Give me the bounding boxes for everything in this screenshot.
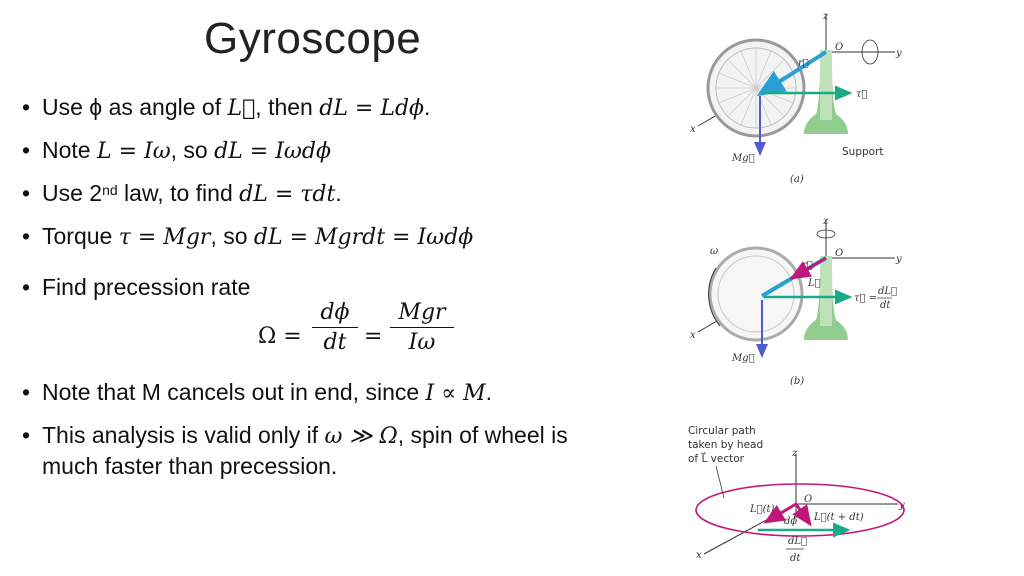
fraction-mgr-iomega: Mgr Iω: [390, 300, 454, 355]
wheel-spokes: [716, 48, 796, 128]
bullet-7-math: ω ≫ Ω: [324, 424, 398, 449]
bullet-7-text: This analysis is valid only if: [42, 422, 325, 448]
bullet-1-period: .: [424, 94, 431, 120]
bullet-3-period: .: [335, 180, 342, 206]
weight-label: Mg⃗: [731, 153, 755, 164]
bullet-dot: •: [22, 137, 31, 163]
fraction-bar: [312, 327, 358, 328]
caption-line-3: of L⃗ vector: [688, 452, 745, 465]
radius-vector: [756, 50, 828, 97]
bullet-2-math-1: L = Iω: [96, 139, 171, 164]
support-post: [820, 256, 832, 326]
dphi-label: dϕ: [784, 516, 797, 527]
wheel: [708, 246, 804, 342]
dL-label: dL⃗: [878, 286, 897, 297]
y-label: y: [898, 500, 905, 511]
bullet-6-period: .: [485, 379, 493, 405]
circular-path: [695, 483, 905, 537]
z-label: z: [791, 448, 798, 459]
bullet-1-math-2: dL = Ldϕ: [319, 96, 425, 121]
bullet-4-text-2: , so: [210, 223, 254, 249]
bullet-4-math-2: dL = Mgrdt = Iωdϕ: [253, 225, 474, 250]
bullet-1-math-1: L⃗: [227, 96, 256, 121]
L-t-vector: [763, 502, 797, 524]
fraction-dphi-dt: dϕ dt: [312, 300, 358, 355]
dt-label: dt: [880, 300, 891, 311]
bullet-6-math: I ∝ M: [425, 381, 486, 406]
rotation-icon: [816, 229, 836, 239]
bullet-7-line-2: much faster than precession.: [42, 453, 338, 479]
fraction-denominator: Iω: [408, 330, 436, 355]
L-t-dt-vector: [792, 503, 812, 527]
bullet-2-text-2: , so: [170, 137, 215, 163]
dt-label: dt: [790, 553, 801, 564]
radius-label: r⃗: [798, 58, 809, 69]
fraction-numerator: dϕ: [320, 300, 350, 325]
caption-line-2: taken by head: [688, 439, 763, 451]
bullet-dot: •: [22, 274, 31, 300]
bullet-6-text: Note that M cancels out in end, since: [42, 379, 426, 405]
support-post: [820, 50, 832, 120]
formula-equals: =: [364, 324, 383, 349]
precession-formula: Ω = dϕ dt = Mgr Iω: [258, 300, 468, 376]
torque-label: τ⃗: [856, 89, 868, 100]
fraction-numerator: Mgr: [398, 300, 446, 325]
bullet-dot: •: [22, 422, 31, 448]
origin-label: O: [804, 494, 812, 505]
bullet-1-text: Use ϕ as angle of: [42, 94, 228, 120]
bullet-dot: •: [22, 223, 31, 249]
x-label: x: [690, 330, 696, 341]
angular-momentum-vector: [789, 256, 827, 280]
bullet-3-superscript: nd: [102, 182, 118, 198]
bullet-4-text: Torque: [42, 223, 119, 249]
caption-line-1: Circular path: [688, 425, 756, 437]
origin-label: O: [835, 42, 843, 53]
bullet-3-text: Use 2: [42, 180, 103, 206]
support-label: Support: [842, 146, 884, 158]
omega-label: ω: [710, 246, 718, 257]
angular-momentum-label: L⃗: [807, 278, 821, 289]
bullet-5-text: Find precession rate: [42, 274, 251, 300]
bullet-dot: •: [22, 379, 31, 405]
L-t-label: L⃗(t): [749, 504, 775, 515]
dL-label: dL⃗: [788, 536, 807, 547]
figure-a-gyroscope-static: z y x O Support r⃗ τ⃗ Mg⃗ (a): [690, 11, 902, 185]
bullet-1-text-2: , then: [255, 94, 320, 120]
fraction-denominator: dt: [323, 330, 347, 355]
x-label: x: [696, 550, 702, 561]
z-label: z: [822, 216, 829, 227]
bullet-4-math-1: τ = Mgr: [118, 225, 211, 250]
x-label: x: [690, 124, 696, 135]
figure-b-gyroscope-spinning: z y x O ω r⃗ L⃗ τ⃗ = dL⃗ dt Mg⃗ (b): [690, 216, 902, 387]
L-t-dt-label: L⃗(t + dt): [813, 512, 864, 523]
bullet-2-math-2: dL = Iωdϕ: [214, 139, 331, 164]
rotation-icon: [861, 39, 879, 65]
bullet-3-math: dL = τdt: [239, 182, 336, 207]
spin-arrow: [708, 267, 721, 327]
slide-title: Gyroscope: [204, 14, 422, 63]
y-label: y: [895, 48, 902, 59]
bullet-3-text-2: law, to find: [117, 180, 240, 206]
bullet-dot: •: [22, 180, 31, 206]
formula-lhs: Ω =: [258, 324, 302, 349]
weight-label: Mg⃗: [731, 353, 755, 364]
torque-label: τ⃗ =: [854, 293, 877, 304]
wheel-rim: [717, 255, 795, 333]
bullet-7-text-2: , spin of wheel is: [397, 422, 568, 448]
bullet-dot: •: [22, 94, 31, 120]
z-label: z: [822, 11, 829, 22]
y-label: y: [895, 254, 902, 265]
origin-label: O: [835, 248, 843, 259]
bullet-2-text: Note: [42, 137, 97, 163]
figure-c-precession-path: Circular path taken by head of L⃗ vector…: [688, 425, 905, 564]
figure-caption: (b): [790, 376, 804, 387]
figure-caption: (a): [790, 174, 804, 185]
fraction-bar: [390, 327, 454, 328]
